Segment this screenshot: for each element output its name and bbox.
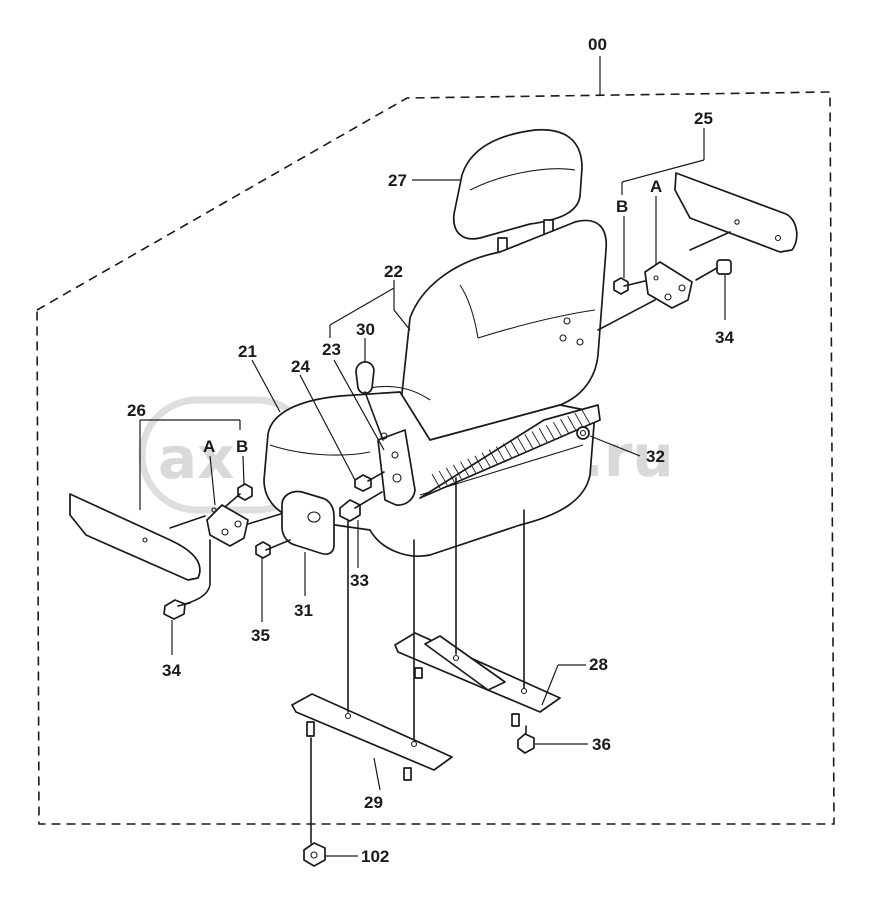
hatch-line	[574, 412, 584, 428]
svg-text:ax: ax	[158, 424, 235, 492]
hatch-line	[517, 437, 527, 452]
seat-back	[359, 219, 608, 442]
armrest-right	[674, 172, 798, 253]
hinge-screw	[354, 471, 385, 492]
part-labels: 00 22 21 27 30 23 24 25 B A 34 32 26 A B…	[127, 35, 734, 866]
label-28: 28	[589, 655, 608, 674]
nut-32	[576, 426, 590, 440]
nut-36	[517, 733, 535, 754]
seat-rail-right	[394, 632, 561, 727]
label-27: 27	[388, 171, 407, 190]
recline-lever	[355, 361, 384, 441]
hatch-line	[531, 431, 541, 446]
label-34-left: 34	[162, 661, 181, 680]
label-30: 30	[356, 320, 375, 339]
hatch-line	[495, 446, 505, 461]
assembly-boundary	[36, 91, 835, 825]
hatch-line	[474, 455, 484, 470]
hatch-line	[445, 467, 455, 483]
knob-34-left	[163, 599, 191, 620]
cap-31	[281, 490, 335, 555]
hatch-line	[553, 421, 562, 437]
label-25: 25	[694, 109, 713, 128]
label-31: 31	[294, 601, 313, 620]
hatch-line	[538, 428, 548, 443]
hatch-line	[467, 458, 477, 473]
hatch-line	[567, 415, 577, 431]
label-00: 00	[588, 35, 607, 54]
nut-102	[303, 842, 326, 867]
bolt-b-right	[613, 277, 646, 295]
recliner-hinge	[377, 429, 416, 506]
label-102: 102	[361, 847, 389, 866]
label-a-right: A	[650, 177, 662, 196]
bolt-b-left	[225, 483, 253, 507]
label-23: 23	[322, 340, 341, 359]
hatch-line	[460, 461, 469, 477]
label-a-left: A	[203, 437, 215, 456]
knob-34-right	[695, 259, 732, 281]
hatch-line	[438, 470, 448, 486]
label-26: 26	[127, 401, 146, 420]
hatch-line	[453, 464, 462, 480]
label-29: 29	[364, 793, 383, 812]
label-b-right: B	[616, 197, 628, 216]
label-35: 35	[251, 626, 270, 645]
leader-lines	[139, 128, 726, 857]
side-panel	[419, 404, 601, 499]
label-24: 24	[291, 357, 310, 376]
hatch-line	[481, 452, 491, 467]
label-21: 21	[238, 342, 257, 361]
label-33: 33	[350, 571, 369, 590]
hatch-line	[431, 473, 441, 489]
bolt-33	[339, 491, 383, 522]
screw-35	[255, 539, 291, 559]
hatch-line	[524, 434, 534, 449]
hatch-line	[503, 443, 512, 458]
seat-rail-left	[291, 693, 453, 781]
hatch-line	[488, 449, 498, 464]
label-34-right: 34	[715, 328, 734, 347]
headrest	[452, 129, 583, 263]
hatch-line	[510, 440, 519, 455]
hatch-line	[560, 418, 569, 434]
mounting-guides	[310, 477, 527, 844]
hatch-line	[545, 425, 555, 440]
hatch-line	[581, 409, 591, 425]
bracket-right	[597, 231, 731, 331]
label-32: 32	[646, 447, 665, 466]
label-36: 36	[592, 735, 611, 754]
armrest-left	[69, 493, 201, 581]
label-b-left: B	[236, 437, 248, 456]
label-22: 22	[384, 262, 403, 281]
